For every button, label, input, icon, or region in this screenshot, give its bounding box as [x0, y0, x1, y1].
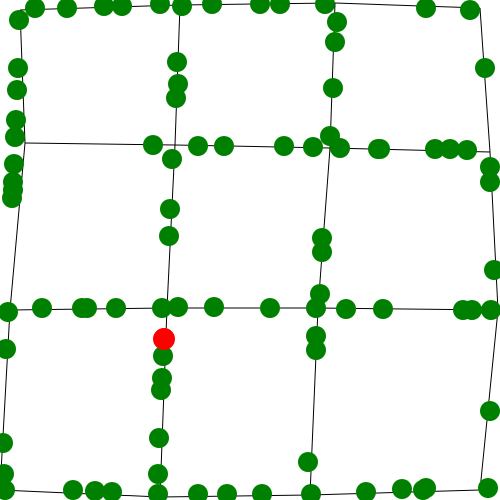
- graph-node: [149, 428, 169, 448]
- graph-node: [250, 0, 270, 14]
- graph-node: [85, 481, 105, 500]
- graph-node: [392, 479, 412, 499]
- graph-node: [112, 0, 132, 16]
- graph-node: [148, 464, 168, 484]
- graph-node: [303, 137, 323, 157]
- graph-node: [306, 326, 326, 346]
- graph-node: [148, 484, 168, 500]
- graph-node: [425, 139, 445, 159]
- graph-edge: [317, 147, 331, 309]
- graph-node: [327, 12, 347, 32]
- graph-node: [312, 242, 332, 262]
- graph-node: [336, 299, 356, 319]
- graph-node: [2, 188, 22, 208]
- graph-node: [323, 78, 343, 98]
- graph-node: [143, 135, 163, 155]
- graph-node: [480, 157, 500, 177]
- graph-node: [94, 0, 114, 16]
- graph-node: [475, 58, 495, 78]
- graph-node: [102, 482, 122, 500]
- graph-node: [214, 136, 234, 156]
- graph-node: [57, 0, 77, 18]
- graph-node: [373, 299, 393, 319]
- highlight-layer: [153, 328, 175, 350]
- graph-node: [202, 0, 222, 14]
- graph-node: [356, 482, 376, 500]
- graph-node: [0, 339, 16, 359]
- graph-node: [416, 478, 436, 498]
- graph-node: [312, 228, 332, 248]
- graph-node: [5, 127, 25, 147]
- graph-node: [274, 136, 294, 156]
- graph-node: [159, 226, 179, 246]
- graph-node: [160, 199, 180, 219]
- graph-node: [440, 139, 460, 159]
- graph-edge: [479, 7, 491, 153]
- graph-node: [270, 0, 290, 14]
- graph-node: [416, 0, 436, 18]
- graph-node: [188, 136, 208, 156]
- graph-node: [166, 88, 186, 108]
- graph-node: [150, 0, 170, 14]
- graph-node: [77, 298, 97, 318]
- graph-node: [462, 300, 482, 320]
- graph-node: [188, 484, 208, 500]
- graph-node: [9, 10, 29, 30]
- graph-node: [8, 58, 28, 78]
- graph-node: [325, 32, 345, 52]
- graph-node: [153, 346, 173, 366]
- graph-node: [204, 297, 224, 317]
- graph-edge: [9, 142, 26, 311]
- graph-node: [370, 139, 390, 159]
- graph-node: [172, 0, 192, 16]
- graph-edge: [479, 309, 499, 491]
- graph-node: [32, 298, 52, 318]
- graph-node: [4, 154, 24, 174]
- graph-node: [63, 480, 83, 500]
- graph-node: [260, 298, 280, 318]
- graph-node: [481, 300, 500, 320]
- graph-node: [252, 484, 272, 500]
- graph-edge: [0, 309, 11, 491]
- highlighted-node: [153, 328, 175, 350]
- graph-node: [162, 149, 182, 169]
- graph-node: [0, 302, 18, 322]
- graph-node: [152, 298, 172, 318]
- graph-node: [167, 52, 187, 72]
- graph-node: [480, 401, 500, 421]
- graph-node: [480, 172, 500, 192]
- graph-node: [0, 464, 14, 484]
- graph-node: [298, 452, 318, 472]
- graph-node: [25, 0, 45, 18]
- graph-node: [106, 298, 126, 318]
- graph-node: [460, 0, 480, 20]
- graph-node: [0, 480, 15, 500]
- graph-node: [168, 297, 188, 317]
- graph-node: [0, 433, 13, 453]
- graph-node: [478, 478, 498, 498]
- graph-node: [457, 140, 477, 160]
- graph-node: [301, 484, 321, 500]
- graph-node: [330, 138, 350, 158]
- graph-node: [306, 340, 326, 360]
- graph-node: [484, 260, 500, 280]
- graph-edge: [334, 2, 481, 9]
- graph-node: [315, 0, 335, 14]
- graph-node: [7, 80, 27, 100]
- graph-node: [151, 380, 171, 400]
- graph-node: [217, 484, 237, 500]
- graph-node: [6, 110, 26, 130]
- graph-node: [306, 298, 326, 318]
